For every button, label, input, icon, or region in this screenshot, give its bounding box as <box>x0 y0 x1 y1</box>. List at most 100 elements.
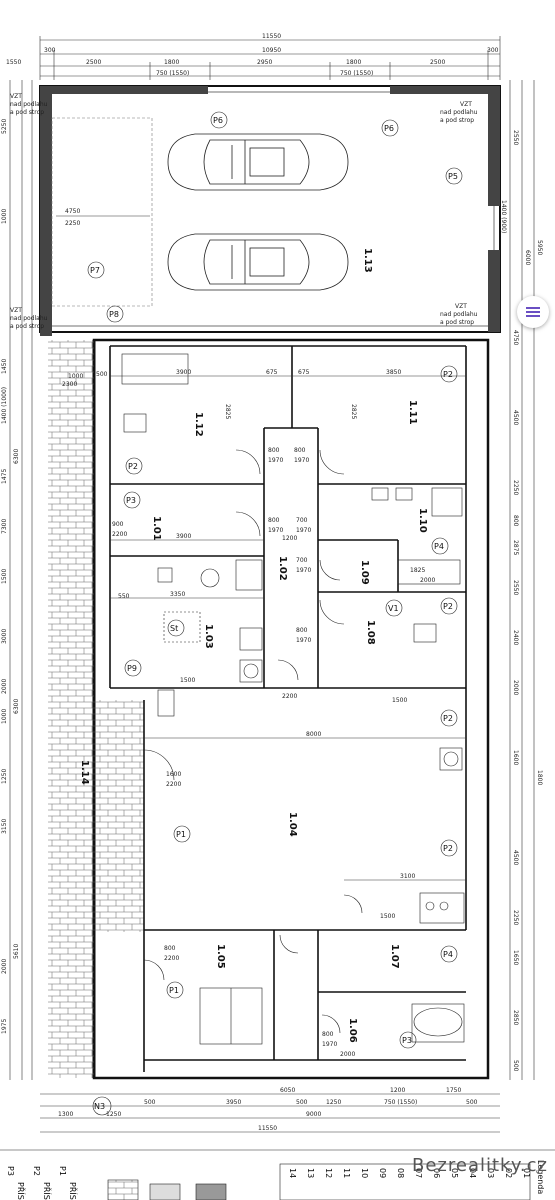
dim-800-f: 800 <box>322 1031 334 1038</box>
svg-text:1450: 1450 <box>1 359 8 374</box>
dim-700-b: 700 <box>296 557 308 564</box>
dim-bottom-500-c: 500 <box>466 1099 478 1106</box>
car-bottom <box>167 233 349 291</box>
dim-top-r2: 1800 <box>164 59 179 66</box>
room-1-13: 1.13 <box>362 248 373 273</box>
svg-text:St: St <box>170 624 178 633</box>
dim-3900-a: 3900 <box>176 369 191 376</box>
dim-2200-d: 2200 <box>282 693 297 700</box>
svg-text:6300: 6300 <box>13 449 20 464</box>
legend-p2: P2 <box>32 1166 41 1176</box>
dim-top-r4: 1800 <box>346 59 361 66</box>
svg-text:P1: P1 <box>169 986 179 995</box>
svg-text:1400 (1000): 1400 (1000) <box>1 387 8 424</box>
svg-text:2250: 2250 <box>512 910 519 925</box>
dim-bottom-total: 11550 <box>258 1125 277 1132</box>
dim-bottom-6050: 6050 <box>280 1087 295 1094</box>
room-1-07: 1.07 <box>389 944 400 969</box>
svg-text:N3: N3 <box>94 1102 105 1111</box>
dim-2825-a: 2825 <box>224 404 231 419</box>
legend-title: Legenda <box>536 1160 545 1194</box>
dim-bottom-1250-a: 1250 <box>326 1099 341 1106</box>
dim-2825-b: 2825 <box>350 404 357 419</box>
dim-top-total: 11550 <box>262 33 281 40</box>
dim-bottom-1300: 1300 <box>58 1111 73 1118</box>
svg-text:P5: P5 <box>448 172 458 181</box>
left-side-dims: 5250 1000 1450 1400 (1000) 6300 1475 730… <box>1 119 20 1034</box>
svg-text:3000: 3000 <box>1 629 8 644</box>
svg-text:6300: 6300 <box>13 699 20 714</box>
room-1-03: 1.03 <box>203 624 214 649</box>
dim-bottom-1250-b: 1250 <box>106 1111 121 1118</box>
dim-3850: 3850 <box>386 369 401 376</box>
dim-bottom-1200: 1200 <box>390 1087 405 1094</box>
svg-text:6000: 6000 <box>524 250 531 265</box>
garage-wall-fill <box>40 86 500 336</box>
inner-dim-lines <box>110 375 466 881</box>
house-walls <box>92 338 490 1080</box>
dim-top-left-off: 300 <box>44 47 56 54</box>
svg-text:2850: 2850 <box>512 1010 519 1025</box>
svg-text:14: 14 <box>288 1168 297 1178</box>
svg-text:1000: 1000 <box>1 209 8 224</box>
dim-2000-b: 2000 <box>420 577 435 584</box>
legend-prefix-1: PŘÍSL <box>16 1182 27 1200</box>
legend-rows: 14 13 12 11 10 09 08 07 06 05 04 03 02 0… <box>288 1168 531 1178</box>
dim-top-inner: 10950 <box>262 47 281 54</box>
room-1-05: 1.05 <box>215 944 226 969</box>
dim-top-r5: 2500 <box>430 59 445 66</box>
svg-text:P7: P7 <box>90 266 100 275</box>
svg-text:1800: 1800 <box>536 770 543 785</box>
svg-text:P2: P2 <box>443 370 453 379</box>
top-dimensions <box>39 36 501 80</box>
svg-text:4750: 4750 <box>512 330 519 345</box>
dim-550: 550 <box>118 593 130 600</box>
svg-text:2550: 2550 <box>512 130 519 145</box>
dim-2000-a: 2000 <box>340 1051 355 1058</box>
garage-note-right-3: nad podlahu <box>440 311 478 318</box>
svg-text:1975: 1975 <box>1 1019 8 1034</box>
svg-text:2250: 2250 <box>512 480 519 495</box>
svg-text:1600: 1600 <box>512 750 519 765</box>
dim-1825: 1825 <box>410 567 425 574</box>
svg-text:13: 13 <box>306 1168 315 1178</box>
dim-1970-f: 1970 <box>296 637 311 644</box>
dim-top-r1: 2500 <box>86 59 101 66</box>
svg-text:2400: 2400 <box>512 630 519 645</box>
svg-text:500: 500 <box>512 1060 519 1072</box>
dim-2300: 2300 <box>62 381 77 388</box>
svg-text:P8: P8 <box>109 310 119 319</box>
dim-top-r3: 2950 <box>257 59 272 66</box>
garage-vzt-right: VZT <box>460 101 472 108</box>
dim-bottom-3950: 3950 <box>226 1099 241 1106</box>
dim-800-a: 800 <box>268 447 280 454</box>
garage-storage-area <box>51 117 153 307</box>
room-tags <box>87 111 463 1116</box>
garage-dim-1: 4750 <box>65 208 80 215</box>
dim-1970-c: 1970 <box>268 527 283 534</box>
terrace-paving-left <box>48 340 94 1078</box>
svg-text:P2: P2 <box>443 844 453 853</box>
svg-text:05: 05 <box>450 1168 459 1178</box>
dim-bottom-opening: 750 (1550) <box>384 1099 417 1106</box>
garage-vzt-left: VZT <box>10 93 22 100</box>
svg-text:P6: P6 <box>213 116 223 125</box>
room-1-10: 1.10 <box>417 508 428 533</box>
svg-text:11: 11 <box>342 1168 351 1178</box>
svg-text:P3: P3 <box>126 496 136 505</box>
legend-prefix-2: PŘÍSL <box>42 1182 53 1200</box>
svg-text:7300: 7300 <box>1 519 8 534</box>
svg-text:4500: 4500 <box>512 850 519 865</box>
dim-500: 500 <box>96 371 108 378</box>
room-1-12: 1.12 <box>193 412 204 437</box>
dim-2200-b: 2200 <box>164 955 179 962</box>
dim-1500-b: 1500 <box>392 697 407 704</box>
garage-note-left-1: nad podlahu <box>10 101 48 108</box>
menu-button[interactable] <box>517 296 549 328</box>
svg-text:03: 03 <box>486 1168 495 1178</box>
room-1-02: 1.02 <box>277 556 288 581</box>
svg-text:800: 800 <box>512 515 519 527</box>
svg-text:5610: 5610 <box>13 944 20 959</box>
svg-text:02: 02 <box>504 1168 513 1178</box>
